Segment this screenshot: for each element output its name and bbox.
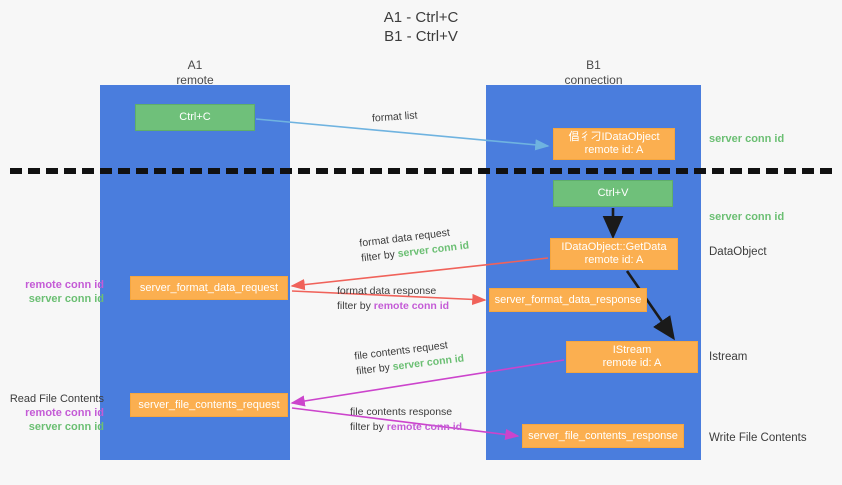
wire-format-data-response: [291, 290, 487, 305]
phase-separator: [10, 168, 832, 174]
box-server-format-data-request[interactable]: server_format_data_request: [130, 276, 288, 300]
box-idataobject-subtitle: remote id: A: [584, 144, 644, 156]
caption-file-contents-response-text: file contents response: [350, 406, 453, 418]
label-server-conn-id-lower: server conn id: [28, 421, 104, 433]
wire-format-data-request: [290, 257, 549, 291]
box-istream[interactable]: IStream remote id: A: [566, 341, 698, 373]
caption-filter-by-3: filter by: [355, 361, 394, 378]
caption-remote-conn-id-2: remote conn id: [386, 421, 463, 433]
box-ctrl-c[interactable]: Ctrl+C: [135, 104, 255, 131]
box-ctrl-c-label: Ctrl+C: [179, 111, 211, 123]
label-server-conn-id-top: server conn id: [709, 133, 785, 145]
wire-file-contents-request: [290, 359, 565, 407]
box-ctrl-v-label: Ctrl+V: [597, 187, 629, 199]
lane-header-b1: B1 connection: [486, 58, 701, 88]
wire-getdata-istream: [625, 270, 675, 341]
caption-filter-by-1: filter by: [360, 248, 399, 265]
box-ctrl-v[interactable]: Ctrl+V: [553, 180, 673, 207]
label-istream: Istream: [709, 351, 748, 363]
box-idataobject-title: 倡彳刁IDataObject: [568, 131, 660, 143]
caption-filter-by-4: filter by: [350, 421, 387, 433]
box-server-format-data-response[interactable]: server_format_data_response: [489, 288, 647, 312]
wire-file-contents-response: [291, 407, 520, 440]
caption-remote-conn-id-1: remote conn id: [373, 300, 450, 312]
wire-format-list: [255, 118, 550, 151]
box-server-file-contents-response-label: server_file_contents_response: [528, 429, 678, 442]
label-remote-conn-id-lower: remote conn id: [25, 407, 104, 419]
title-line-2: B1 - Ctrl+V: [384, 28, 458, 45]
title-line-1: A1 - Ctrl+C: [383, 9, 459, 26]
lane-b1-role: connection: [564, 73, 623, 87]
caption-format-list: format list: [371, 109, 418, 125]
box-istream-title: IStream: [612, 344, 652, 356]
box-getdata-subtitle: remote id: A: [584, 254, 644, 266]
label-conn-ids-upper: remote conn id server conn id: [6, 278, 104, 306]
box-idataobject[interactable]: 倡彳刁IDataObject remote id: A: [553, 128, 675, 160]
label-remote-conn-id-upper: remote conn id: [25, 279, 104, 291]
label-server-conn-id-mid: server conn id: [709, 211, 785, 223]
lane-b1-name: B1: [586, 58, 601, 72]
lane-a1-name: A1: [187, 58, 203, 72]
box-idataobject-getdata[interactable]: IDataObject::GetData remote id: A: [550, 238, 678, 270]
box-server-format-data-response-label: server_format_data_response: [494, 293, 642, 306]
box-server-file-contents-response[interactable]: server_file_contents_response: [522, 424, 684, 448]
lane-header-a1: A1 remote: [100, 58, 290, 88]
caption-format-data-response-text: format data response: [337, 285, 437, 297]
box-server-format-data-request-label: server_format_data_request: [139, 281, 279, 294]
box-istream-subtitle: remote id: A: [602, 357, 662, 369]
label-read-file-contents-group: Read File Contents remote conn id server…: [6, 392, 104, 434]
box-getdata-title: IDataObject::GetData: [561, 241, 667, 253]
caption-format-data-response: format data response filter by remote co…: [337, 284, 449, 314]
box-server-file-contents-request-label: server_file_contents_request: [138, 398, 280, 411]
page-title: A1 - Ctrl+C B1 - Ctrl+V: [0, 8, 842, 46]
label-dataobject: DataObject: [709, 246, 767, 258]
lane-a1-role: remote: [176, 73, 214, 87]
label-read-file-contents: Read File Contents: [9, 393, 104, 405]
label-server-conn-id-upper: server conn id: [28, 293, 104, 305]
label-write-file-contents: Write File Contents: [709, 432, 807, 444]
caption-file-contents-response: file contents response filter by remote …: [350, 405, 462, 435]
box-server-file-contents-request[interactable]: server_file_contents_request: [130, 393, 288, 417]
caption-filter-by-2: filter by: [337, 300, 374, 312]
